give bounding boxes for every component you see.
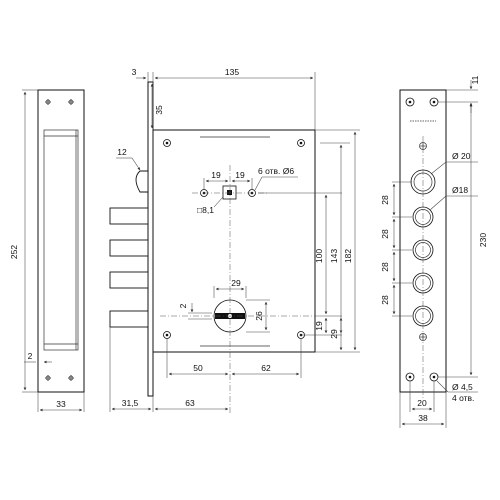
dim-230: 230 — [478, 233, 488, 247]
dim-28-3: 28 — [380, 262, 390, 272]
dim-19-left: 19 — [211, 170, 221, 180]
side-faceplate — [37, 89, 85, 393]
dim-252: 252 — [9, 245, 19, 259]
dim-26: 26 — [254, 311, 264, 321]
dia-18: Ø18 — [452, 185, 468, 195]
front-view: 3 135 35 12 19 19 6 отв. Ø6 □8,1 29 2 — [109, 67, 360, 415]
dim-35: 35 — [154, 105, 164, 115]
dim-3: 3 — [132, 67, 137, 77]
dim-20: 20 — [417, 398, 427, 408]
dim-38: 38 — [418, 413, 428, 423]
dim-11: 11 — [470, 75, 480, 84]
holes-4-note: 4 отв. — [452, 393, 474, 403]
dim-135: 135 — [225, 67, 239, 77]
dim-50: 50 — [193, 363, 203, 373]
dim-63: 63 — [185, 398, 195, 408]
dim-12: 12 — [117, 147, 127, 157]
square-8-1-note: □8,1 — [197, 205, 214, 215]
dim-28-1: 28 — [380, 195, 390, 205]
holes-6-note: 6 отв. Ø6 — [258, 166, 294, 176]
dim-28-2: 28 — [380, 229, 390, 239]
dim-31-5: 31,5 — [122, 398, 139, 408]
dim-19-right: 19 — [235, 170, 245, 180]
dead-bolts — [109, 207, 149, 328]
dim-28-4: 28 — [380, 295, 390, 305]
dim-33: 33 — [56, 399, 66, 409]
dim-100: 100 — [314, 249, 324, 263]
front-faceplate-strip — [147, 81, 154, 397]
faceplate-screw-holes — [405, 97, 439, 382]
side-view: 252 2 33 — [9, 89, 85, 412]
dim-2-side: 2 — [28, 351, 33, 361]
dim-29-key: 29 — [231, 278, 241, 288]
lock-case — [152, 129, 316, 353]
dia-20: Ø 20 — [452, 151, 471, 161]
case-screw-holes — [163, 139, 305, 339]
dim-143: 143 — [329, 249, 339, 263]
dim-62: 62 — [261, 363, 271, 373]
dim-19-bottom: 19 — [314, 321, 324, 331]
dim-2-key: 2 — [178, 303, 188, 308]
latch-bolt — [135, 170, 149, 193]
dia-4-5: Ø 4,5 — [452, 382, 473, 392]
dim-182: 182 — [343, 249, 353, 263]
side-screw-holes — [45, 99, 74, 381]
dim-29-bottom: 29 — [329, 329, 339, 339]
side-inner-plate — [43, 129, 79, 351]
faceplate-view: 11 230 Ø 20 Ø18 28 28 28 28 Ø 4,5 4 отв. — [380, 75, 488, 428]
